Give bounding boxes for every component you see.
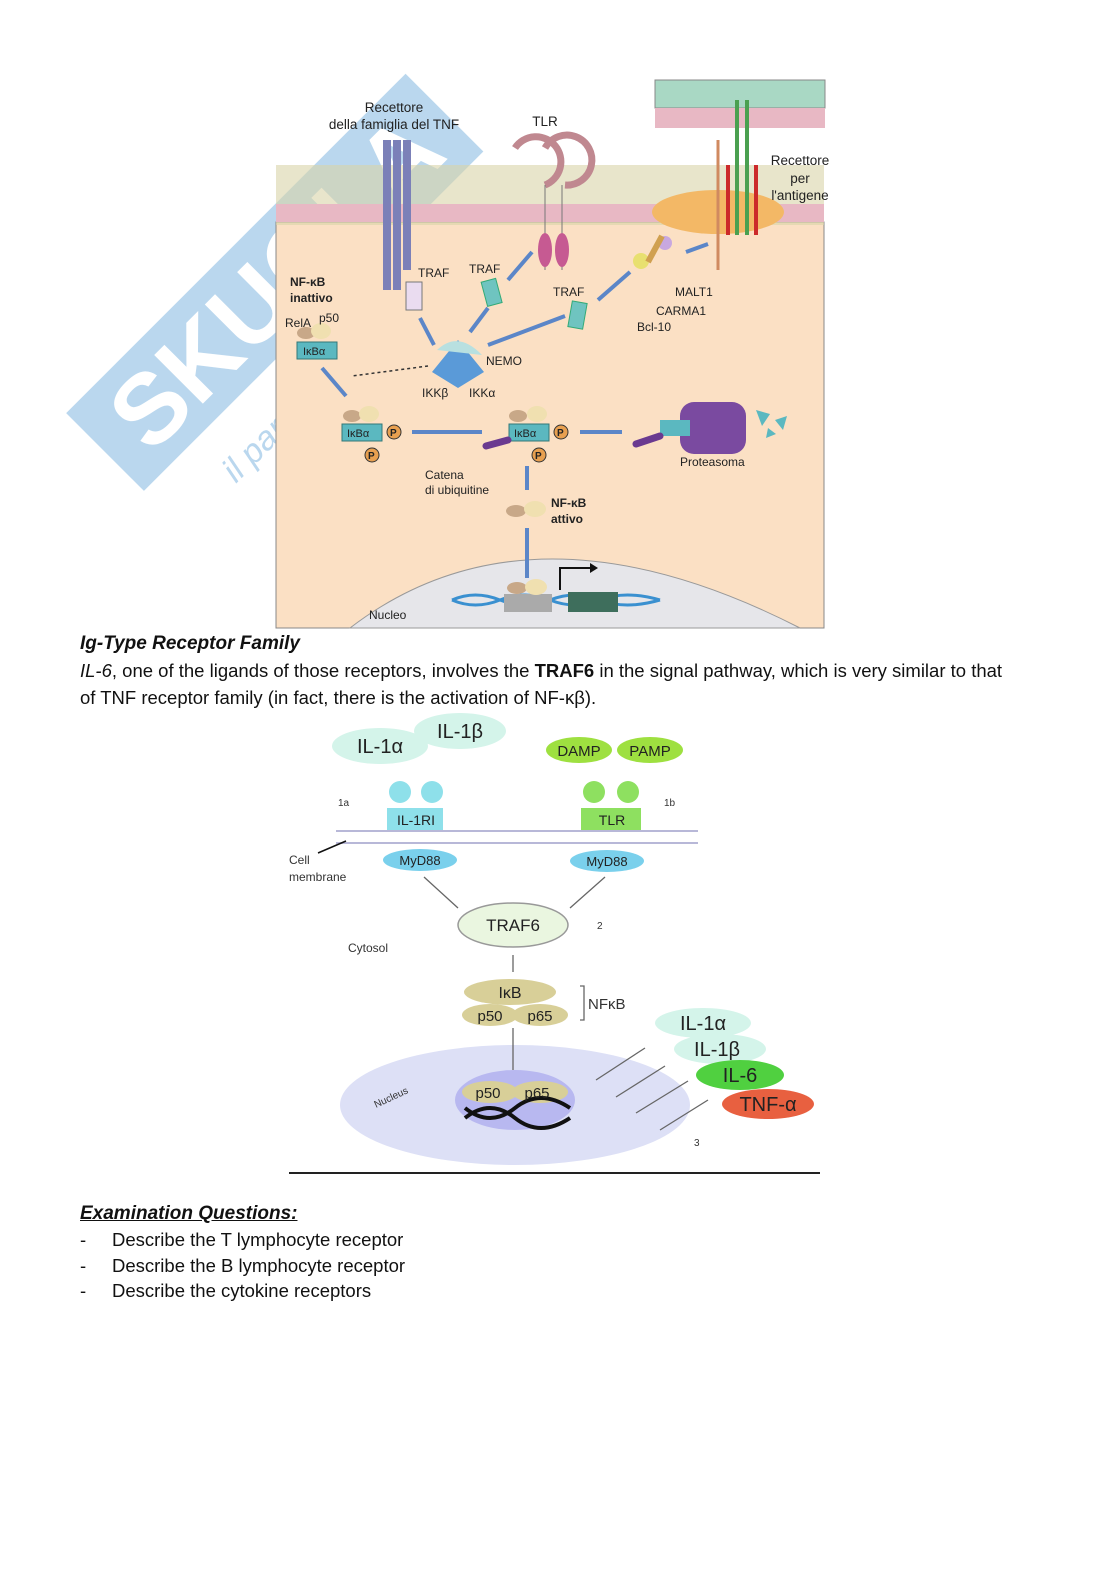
list-item: - Describe the cytokine receptors [80,1280,405,1306]
label-il1b-out: IL-1β [694,1039,740,1061]
label-cell-membrane-2: membrane [289,870,347,884]
label-tlr2: TLR [599,812,625,828]
question-text: Describe the B lymphocyte receptor [112,1254,406,1276]
label-cytosol: Cytosol [348,941,388,955]
label-damp: DAMP [557,743,600,760]
label-pamp: PAMP [629,743,670,760]
label-p50: p50 [477,1008,502,1025]
label-nfkb-active-2: attivo [551,512,583,526]
section-heading: Ig-Type Receptor Family [80,633,300,654]
question-text: Describe the T lymphocyte receptor [112,1229,404,1250]
label-tnfa: TNF-α [739,1094,796,1116]
list-item: - Describe the T lymphocyte receptor [80,1229,405,1255]
label-il1a-out: IL-1α [680,1013,726,1035]
label-il1a: IL-1α [357,736,403,758]
label-rela: RelA [285,316,311,330]
label-ubiquitin: Catena [425,468,464,482]
label-nfkb: NFκB [588,996,626,1013]
label-il1ri: IL-1RI [397,812,435,828]
label-bcl10: Bcl-10 [637,320,671,334]
label-p65-nucleus: p65 [524,1085,549,1102]
label-myd88-2: MyD88 [586,854,627,869]
label-p50-nucleus: p50 [475,1085,500,1102]
label-traf-1: TRAF [418,266,449,280]
label-traf-3: TRAF [553,285,584,299]
label-malt1: MALT1 [675,285,713,299]
nfkb-pathway-diagram: Recettore della famiglia del TNF TLR Rec… [275,79,830,629]
bullet: - [80,1229,87,1250]
label-3: 3 [694,1138,700,1149]
bullet: - [80,1280,87,1301]
label-p: P [368,451,375,462]
label-ikkb: IKKβ [422,386,448,400]
para-text-b: in the signal pathway, which is very sim… [80,660,1003,708]
label-p: P [557,428,564,439]
label-myd88-1: MyD88 [399,853,440,868]
proteasome-shape [632,402,787,454]
label-1b: 1b [664,798,676,809]
label-nfkb-inactive-2: inattivo [290,291,333,305]
label-proteasome: Proteasoma [680,455,745,469]
label-ikba-2: IκBα [347,428,370,440]
label-antigen-receptor-3: l'antigene [771,188,828,203]
label-antigen-receptor-2: per [790,171,810,186]
label-ikba-3: IκBα [514,428,537,440]
list-item: - Describe the B lymphocyte receptor [80,1255,405,1281]
tnf-receptor-shape [383,140,411,290]
label-tnf-receptor: Recettore [365,100,424,115]
label-p: P [390,428,397,439]
label-nfkb-active: NF-κB [551,496,587,510]
label-carma1: CARMA1 [656,304,706,318]
pathway-arrows [320,242,709,578]
nfkb-inactive-complex [296,323,338,360]
bullet: - [80,1254,87,1276]
label-p65: p65 [527,1008,552,1025]
label-ikba-1: IκBα [303,346,326,358]
label-nucleus: Nucleo [369,608,407,622]
traf6-term: TRAF6 [534,660,595,681]
exam-questions-list: - Describe the T lymphocyte receptor - Des… [80,1229,405,1306]
label-nemo: NEMO [486,354,522,368]
label-tnf-receptor-2: della famiglia del TNF [329,117,459,132]
horizontal-rule [289,1172,820,1174]
label-nfkb-inactive: NF-κB [290,275,326,289]
label-antigen-receptor: Recettore [771,153,830,168]
label-p50: p50 [319,311,339,325]
il6-term: IL-6 [80,660,112,681]
question-text: Describe the cytokine receptors [112,1280,372,1301]
label-ikb: IκB [498,985,521,1002]
label-cell-membrane: Cell [289,853,310,867]
para-text-a: , one of the ligands of those receptors,… [111,660,535,681]
label-il1b: IL-1β [437,721,483,743]
label-il6: IL-6 [723,1065,757,1087]
exam-heading: Examination Questions: [80,1203,298,1224]
label-ubiquitin-2: di ubiquitine [425,483,489,497]
label-2: 2 [597,921,603,932]
il1-tlr-signaling-diagram: IL-1α IL-1β IL-1α IL-1β IL-6 TNF-α DAMP … [289,713,814,1165]
label-traf-2: TRAF [469,262,500,276]
label-tlr: TLR [532,114,558,129]
label-p: P [535,451,542,462]
label-1a: 1a [338,798,350,809]
label-ikka: IKKα [469,386,495,400]
label-traf6: TRAF6 [486,916,540,935]
dna-shape [451,563,661,612]
section-paragraph: IL-6, one of the ligands of those recept… [80,657,1010,711]
